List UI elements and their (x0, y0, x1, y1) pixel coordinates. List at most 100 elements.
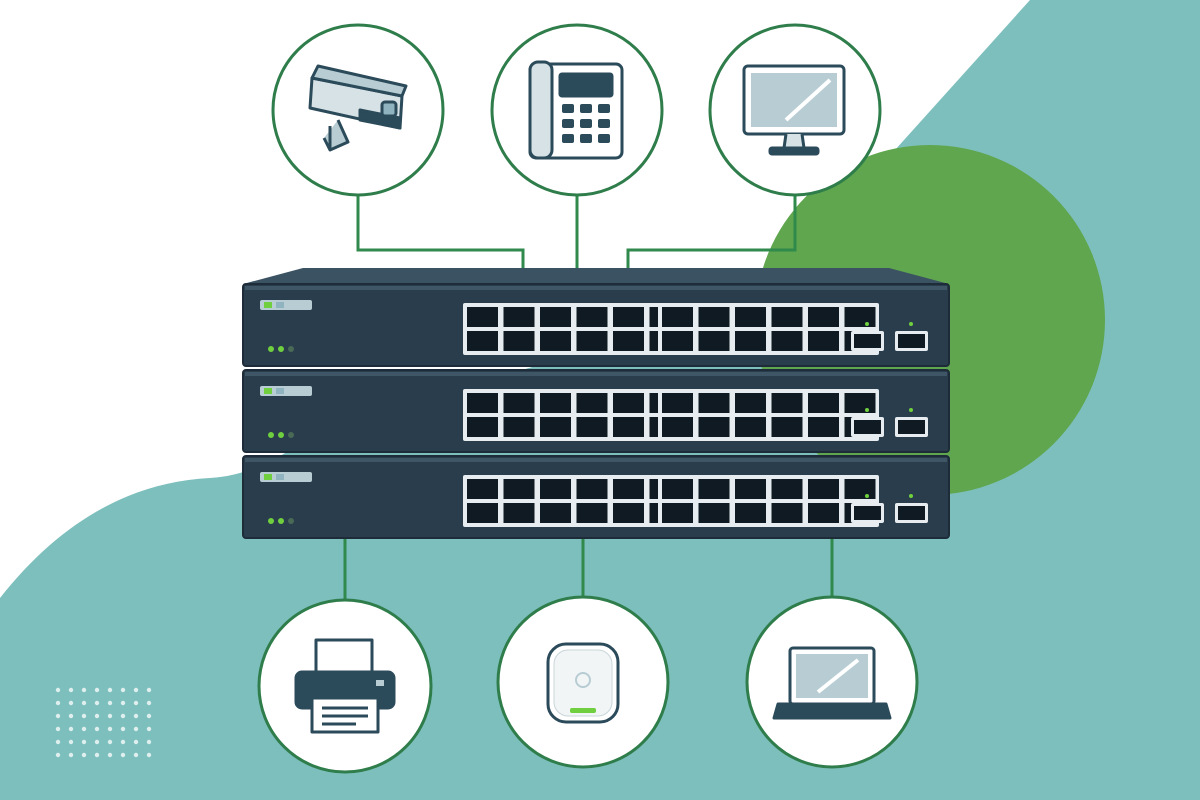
rj45-port (844, 307, 876, 327)
rj45-port (503, 393, 535, 413)
status-label-strip (260, 472, 312, 482)
sfp-port (898, 506, 925, 520)
rj45-port (540, 479, 571, 499)
rj45-port (613, 393, 644, 413)
security-camera-icon (308, 64, 408, 152)
status-label-strip (260, 386, 312, 396)
front-led (268, 432, 274, 438)
rj45-port (698, 479, 730, 499)
rj45-port (540, 331, 571, 351)
rj45-port (503, 479, 535, 499)
rj45-port (808, 479, 839, 499)
rj45-port (467, 479, 498, 499)
rj45-port (576, 503, 608, 523)
rj45-port (735, 503, 766, 523)
switch-top (242, 268, 950, 367)
rj45-port (662, 331, 693, 351)
switch-highlight (245, 286, 947, 290)
rj45-port (503, 307, 535, 327)
sfp-port (854, 334, 881, 348)
rj45-port (576, 331, 608, 351)
status-led-indicator (264, 388, 272, 394)
rj45-port (467, 331, 498, 351)
front-led (278, 432, 284, 438)
rj45-port (808, 393, 839, 413)
rj45-port (808, 503, 839, 523)
desktop-monitor-icon (742, 64, 846, 156)
switch-middle (242, 369, 950, 453)
rj45-port (662, 479, 693, 499)
sfp-led (909, 322, 913, 326)
rj45-port (576, 307, 608, 327)
front-led (268, 346, 274, 352)
sfp-led (909, 408, 913, 412)
rj45-port (613, 417, 644, 437)
rj45-port (662, 417, 693, 437)
status-led-indicator (264, 302, 272, 308)
front-led (288, 518, 294, 524)
sfp-led (865, 322, 869, 326)
rj45-port (771, 307, 803, 327)
rj45-port (698, 503, 730, 523)
status-led-indicator (276, 388, 284, 394)
rj45-port (540, 417, 571, 437)
printer-icon (294, 638, 396, 734)
rj45-port (735, 307, 766, 327)
switch-top-lid (243, 268, 949, 284)
rj45-port (613, 503, 644, 523)
rj45-port (503, 331, 535, 351)
sfp-led (865, 408, 869, 412)
rj45-port (540, 307, 571, 327)
rj45-port (808, 417, 839, 437)
rj45-port (771, 331, 803, 351)
front-led (278, 518, 284, 524)
connector-camera (356, 195, 525, 272)
rj45-port (662, 307, 693, 327)
rj45-port (844, 393, 876, 413)
rj45-port (576, 479, 608, 499)
rj45-port (467, 503, 498, 523)
switch-highlight (245, 372, 947, 376)
rj45-port (771, 479, 803, 499)
rj45-port (808, 331, 839, 351)
sfp-port (854, 420, 881, 434)
rj45-port (698, 393, 730, 413)
front-led (268, 518, 274, 524)
rj45-port (467, 417, 498, 437)
rj45-port (698, 307, 730, 327)
connector-lines (343, 195, 834, 600)
rj45-port (844, 479, 876, 499)
connector-monitor (626, 195, 797, 272)
desk-phone-icon (528, 60, 624, 160)
front-led (288, 346, 294, 352)
sfp-port (898, 420, 925, 434)
rj45-port (662, 393, 693, 413)
rj45-port (613, 307, 644, 327)
rj45-port (467, 393, 498, 413)
rj45-port (576, 417, 608, 437)
rj45-port (613, 331, 644, 351)
rj45-port (576, 393, 608, 413)
sfp-port (898, 334, 925, 348)
rj45-port (467, 307, 498, 327)
rj45-port (771, 503, 803, 523)
rj45-port (698, 417, 730, 437)
rj45-port (808, 307, 839, 327)
status-led-indicator (264, 474, 272, 480)
dot-grid (55, 687, 152, 758)
rj45-port (503, 417, 535, 437)
rj45-port (735, 331, 766, 351)
sfp-led (909, 494, 913, 498)
wireless-access-point-icon (546, 642, 620, 724)
rj45-port (540, 503, 571, 523)
rj45-port (540, 393, 571, 413)
switch-highlight (245, 458, 947, 462)
front-led (288, 432, 294, 438)
rj45-port (613, 479, 644, 499)
laptop-icon (772, 646, 892, 720)
rj45-port (662, 503, 693, 523)
rj45-port (771, 417, 803, 437)
rj45-port (503, 503, 535, 523)
rj45-port (735, 479, 766, 499)
